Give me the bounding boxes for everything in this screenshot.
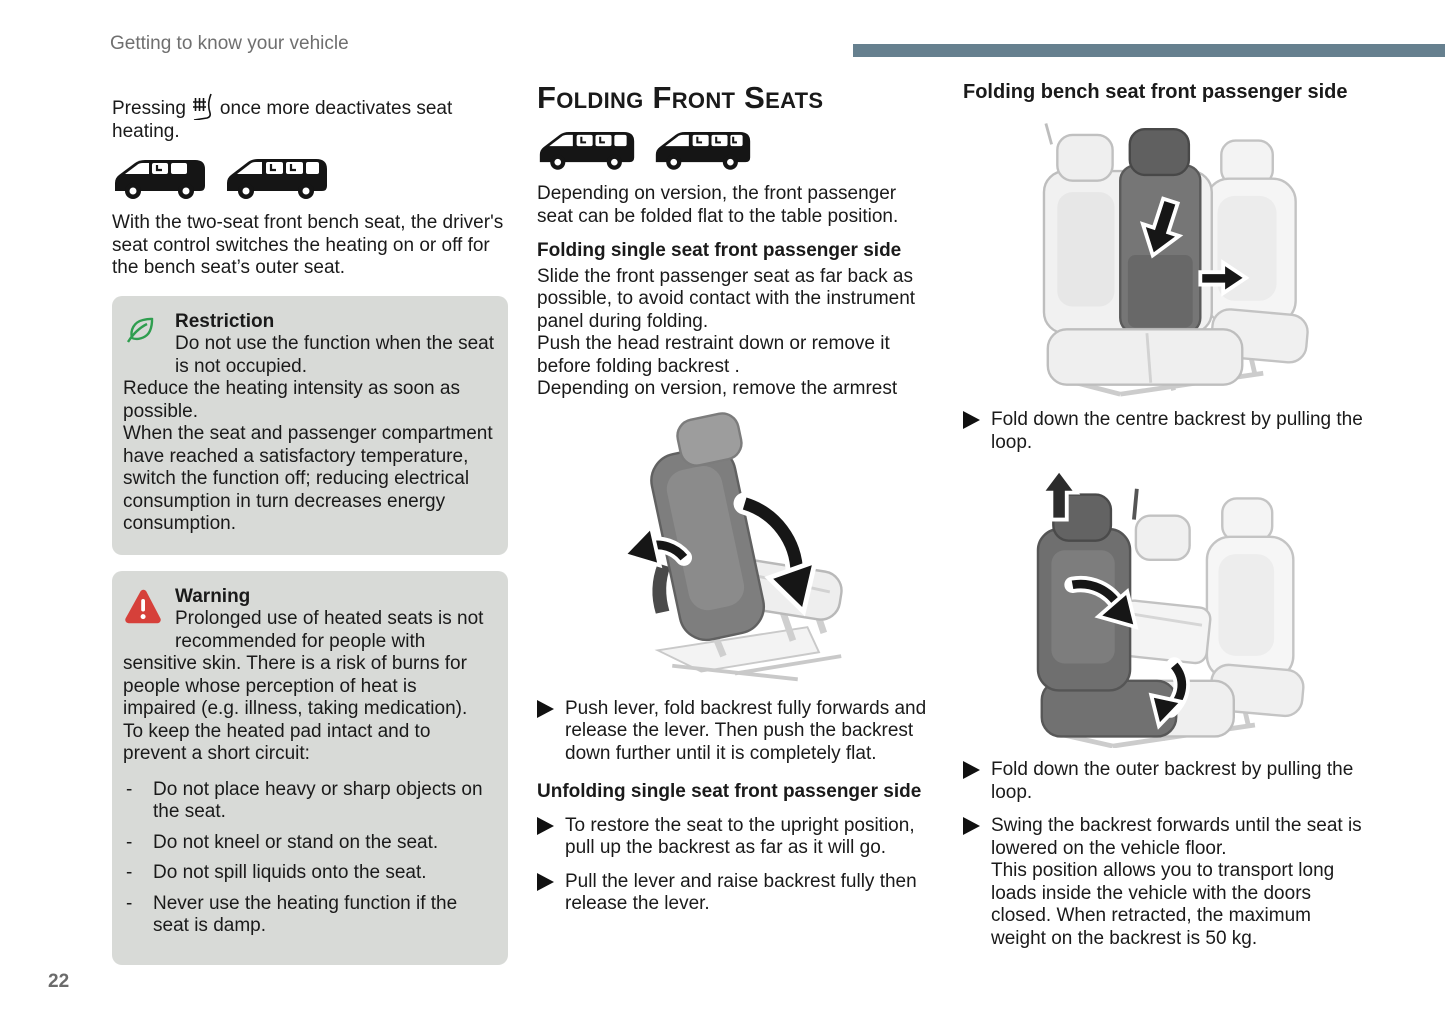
arrow-bullet-icon	[963, 817, 980, 835]
van-long-icon	[539, 131, 635, 170]
van-long-icon	[227, 159, 327, 199]
bench-seat-centre-fold-illustration	[1042, 123, 1309, 397]
restriction-title: Restriction	[175, 310, 275, 332]
middle-column: Folding Front Seats Depending on version…	[537, 82, 933, 916]
warning-bullet: Do not place heavy or sharp objects on t…	[123, 779, 494, 824]
warning-triangle-icon	[123, 586, 175, 632]
warning-bullet: Do not spill liquids onto the seat.	[123, 862, 494, 885]
arrow-bullet-icon	[963, 411, 980, 429]
folding-bench-heading: Folding bench seat front passenger side	[963, 81, 1348, 103]
warning-box: Warning Prolonged use of heated seats is…	[112, 570, 508, 965]
bullet-text: Fold down the outer backrest by pulling …	[991, 759, 1354, 803]
seat-heating-paragraph: Pressing once more deactivates seat heat…	[112, 92, 508, 143]
page-number: 22	[48, 971, 70, 992]
van-long-icon	[655, 131, 751, 170]
arrow-bullet-icon	[537, 872, 554, 891]
folding-single-seat-heading: Folding single seat front passenger side	[537, 240, 902, 261]
instruction-bullet: Swing the backrest forwards until the se…	[963, 815, 1363, 950]
folding-instruction: Slide the front passenger seat as far ba…	[537, 265, 916, 332]
accent-bar	[853, 44, 1445, 57]
warning-title: Warning	[175, 585, 251, 607]
arrow-bullet-icon	[537, 699, 554, 718]
folding-instruction: Push the head restraint down or remove i…	[537, 333, 890, 377]
instruction-bullet: Fold down the centre backrest by pulling…	[963, 409, 1363, 454]
warning-intro: To keep the heated pad intact and to pre…	[123, 720, 431, 765]
instruction-bullet: Fold down the outer backrest by pulling …	[963, 759, 1363, 804]
bullet-text: Push lever, fold backrest fully forwards…	[565, 697, 927, 764]
warning-lead: Prolonged use of heated seats is not rec…	[123, 608, 484, 719]
bench-heating-note: With the two-seat front bench seat, the …	[112, 212, 504, 278]
restriction-line: Reduce the heating intensity as soon as …	[123, 378, 460, 422]
bullet-text: Swing the backrest forwards until the se…	[991, 815, 1363, 950]
folding-front-seats-title: Folding Front Seats	[537, 80, 824, 115]
folding-intro: Depending on version, the front passenge…	[537, 183, 899, 227]
leaf-icon	[123, 311, 175, 357]
instruction-bullet: Push lever, fold backrest fully forwards…	[537, 698, 933, 766]
bullet-text: To restore the seat to the upright posit…	[565, 814, 915, 859]
van-variant-icons	[537, 126, 933, 171]
folding-instruction: Depending on version, remove the armrest	[537, 378, 898, 399]
intro-prefix: Pressing	[112, 98, 186, 119]
instruction-bullet: To restore the seat to the upright posit…	[537, 815, 933, 860]
van-short-icon	[115, 160, 205, 199]
right-column: Folding bench seat front passenger side …	[963, 80, 1363, 950]
unfolding-single-seat-heading: Unfolding single seat front passenger si…	[537, 781, 922, 802]
single-seat-folding-illustration	[620, 411, 843, 681]
intro-suffix: once more deactivates seat heating.	[112, 98, 453, 142]
seat-heating-icon	[192, 93, 212, 120]
bullet-text: Fold down the centre backrest by pulling…	[991, 409, 1363, 453]
restriction-lead: Do not use the function when the seat is…	[175, 333, 494, 377]
restriction-line: When the seat and passenger compartment …	[123, 423, 493, 534]
arrow-bullet-icon	[537, 816, 554, 835]
bullet-text: Pull the lever and raise backrest fully …	[565, 870, 917, 915]
bench-seat-outer-fold-illustration	[1036, 466, 1305, 748]
arrow-bullet-icon	[963, 761, 980, 779]
instruction-bullet: Pull the lever and raise backrest fully …	[537, 871, 933, 916]
bullet-line: Swing the backrest forwards until the se…	[991, 815, 1362, 859]
van-variant-icons	[112, 153, 508, 200]
section-title: Getting to know your vehicle	[110, 33, 349, 54]
warning-bullet: Do not kneel or stand on the seat.	[123, 832, 494, 855]
bullet-line: This position allows you to transport lo…	[991, 860, 1335, 949]
warning-bullet: Never use the heating function if the se…	[123, 893, 494, 938]
left-column: Pressing once more deactivates seat heat…	[112, 92, 508, 965]
warning-bullet-list: Do not place heavy or sharp objects on t…	[123, 779, 494, 938]
restriction-box: Restriction Do not use the function when…	[112, 295, 508, 555]
